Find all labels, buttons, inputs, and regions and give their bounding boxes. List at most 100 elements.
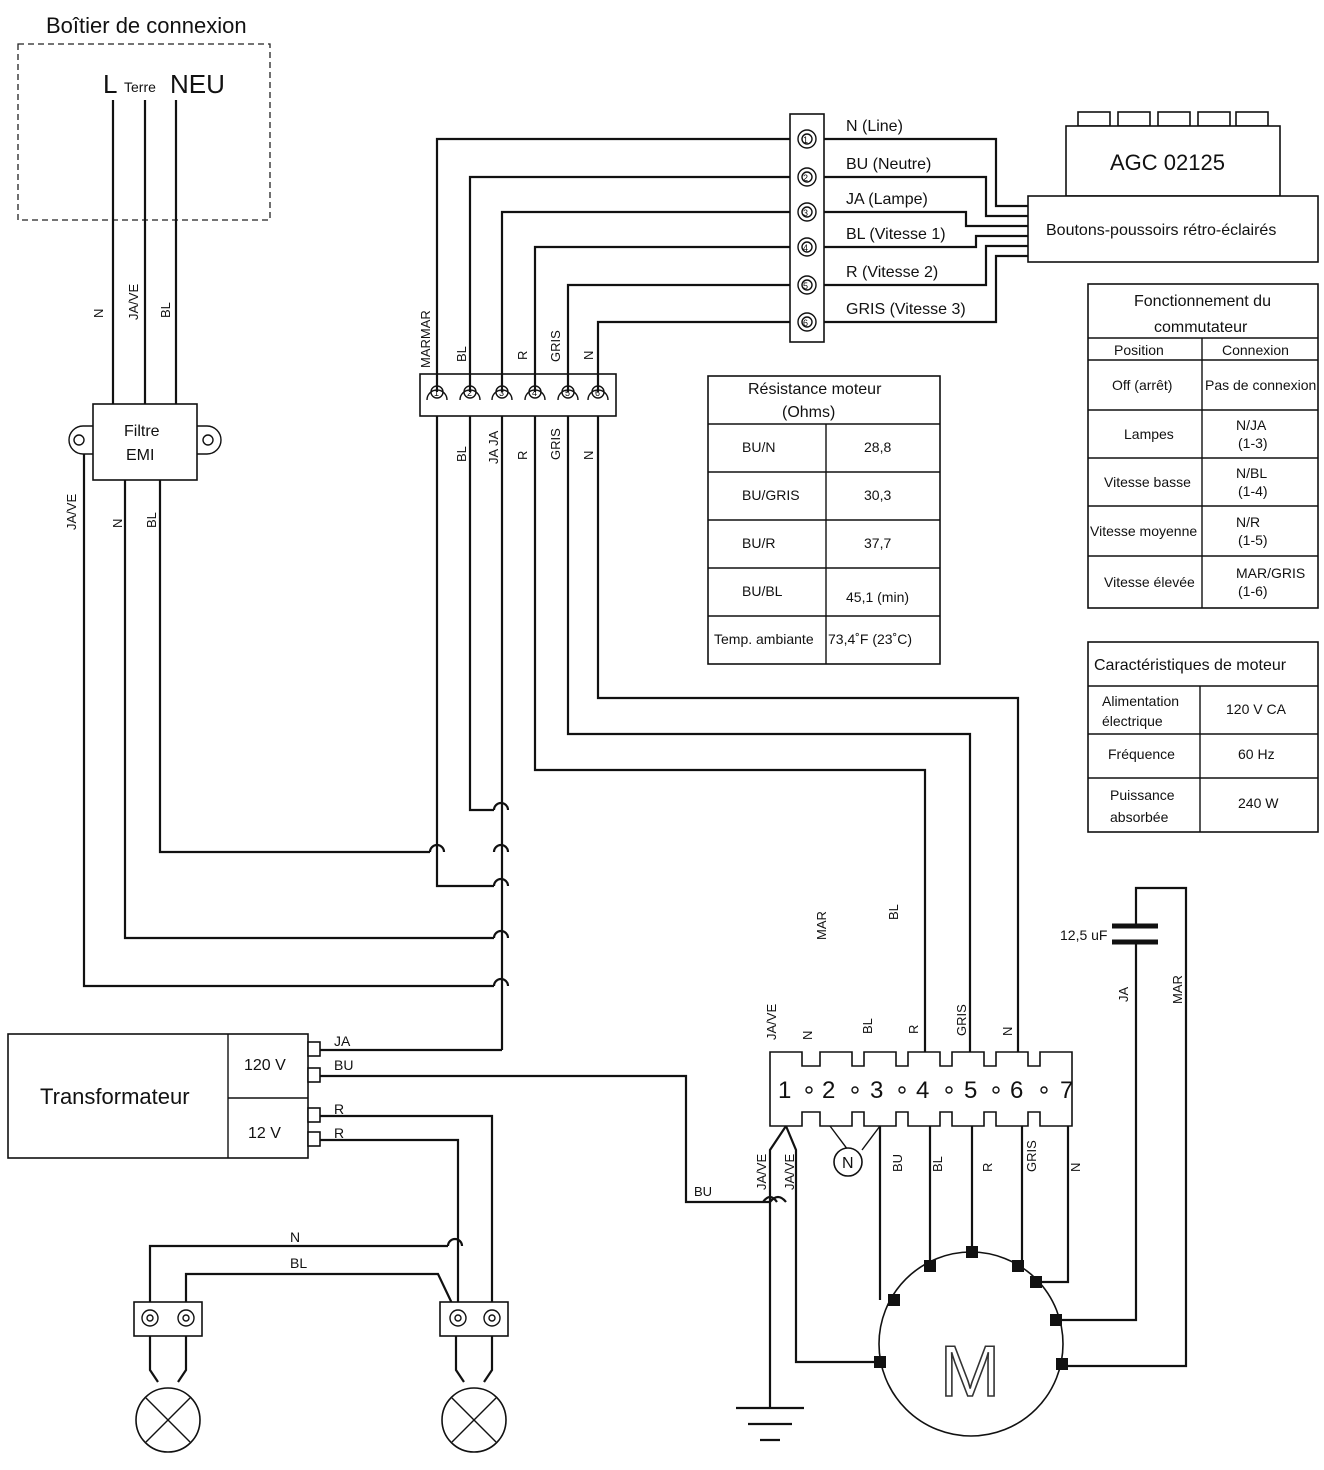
motor-lower-wires: BU JA/VE JA/VE BU BL R GRIS N xyxy=(308,1074,1083,1442)
motor-n-symbol: N xyxy=(842,1155,854,1172)
resistance-row-value: 45,1 (min) xyxy=(846,589,909,605)
agc-control: AGC 02125 Boutons-poussoirs rétro-éclair… xyxy=(1027,111,1319,263)
transformer-wire-ja: JA xyxy=(334,1033,351,1049)
transformer-tab-bu xyxy=(307,1067,321,1083)
switch-terminal-screw xyxy=(797,237,817,257)
mt-top-label-5: GRIS xyxy=(954,1004,969,1036)
switch-row-pins: (1-3) xyxy=(1238,435,1268,451)
switch-row-pins: (1-6) xyxy=(1238,583,1268,599)
switch-to-strip-wires xyxy=(435,137,790,392)
motor-spec-1-b: électrique xyxy=(1102,713,1163,729)
transformer-wire-r1: R xyxy=(334,1101,344,1117)
motor-spec-3-b: absorbée xyxy=(1110,809,1169,825)
switch-to-pushbutton-wires xyxy=(824,137,1028,324)
pushbutton-box xyxy=(1027,195,1319,263)
lamp-unit xyxy=(439,1301,509,1453)
switch-row-position: Vitesse moyenne xyxy=(1090,523,1197,539)
mt-top-label-4: R xyxy=(906,1025,921,1034)
mt-bottom-label-6: GRIS xyxy=(1024,1140,1039,1172)
motor-pin xyxy=(924,1260,936,1272)
switch-terminal-number: 2 xyxy=(803,173,808,183)
transformer-120v: 120 V xyxy=(244,1057,286,1074)
motor-pin xyxy=(966,1246,978,1258)
switch-terminal-number: 6 xyxy=(803,318,808,328)
switch-terminal-label: N (Line) xyxy=(846,118,903,135)
motor-spec-3-a: Puissance xyxy=(1110,787,1175,803)
lamp-screw-inner xyxy=(182,1314,190,1322)
lamp-unit xyxy=(133,1301,203,1453)
transformer-12v: 12 V xyxy=(248,1125,281,1142)
motor-terminal-dot xyxy=(1040,1086,1048,1094)
transformer-tab-r2 xyxy=(307,1131,321,1147)
switch-row-connexion: N/R xyxy=(1236,514,1260,530)
label-harness-bl: BL xyxy=(886,904,901,920)
transformer-body xyxy=(7,1033,309,1159)
switch-table: Fonctionnement du commutateur Position C… xyxy=(1087,283,1319,609)
agc-key-3 xyxy=(1157,111,1191,127)
capacitor-label-mar: MAR xyxy=(1170,975,1185,1004)
motor-spec-1-value: 120 V CA xyxy=(1226,701,1287,717)
mt-bottom-label-1: JA/VE xyxy=(754,1154,769,1190)
label-supply-bl: BL xyxy=(158,302,173,318)
motor-spec-2-a: Fréquence xyxy=(1108,746,1175,762)
motor-terminal-number: 5 xyxy=(964,1077,977,1104)
capacitor-value: 12,5 uF xyxy=(1060,927,1107,943)
motor-terminal-number: 3 xyxy=(870,1077,883,1104)
junction-box-title: Boîtier de connexion xyxy=(46,13,247,38)
motor-spec-3-value: 240 W xyxy=(1238,795,1279,811)
strip-screw-number: 3 xyxy=(499,388,504,398)
lamp-screw-inner xyxy=(454,1314,462,1322)
resistance-row-label: BU/R xyxy=(742,535,775,551)
switch-terminal-label: JA (Lampe) xyxy=(846,191,928,208)
emi-filter-box xyxy=(92,403,198,481)
switch-terminal-screw xyxy=(797,312,817,332)
motor-terminal-number: 4 xyxy=(916,1077,929,1104)
label-emi-n: N xyxy=(110,519,125,528)
mt-bottom-label-5: R xyxy=(980,1163,995,1172)
switch-terminal-screw xyxy=(797,275,817,295)
label-emi-javve: JA/VE xyxy=(64,494,79,530)
switch-terminal-screw-inner xyxy=(801,241,813,253)
switch-row-connexion: MAR/GRIS xyxy=(1236,565,1305,581)
agc-key-2 xyxy=(1117,111,1151,127)
switch-row-connexion: N/BL xyxy=(1236,465,1267,481)
lamp-wire-n: N xyxy=(290,1229,300,1245)
switch-terminal-screw-inner xyxy=(801,279,813,291)
switch-row-position: Vitesse élevée xyxy=(1104,574,1195,590)
mt-top-label-1: JA/VE xyxy=(764,1004,779,1040)
switch-terminal-number: 1 xyxy=(803,135,808,145)
motor-table-frame xyxy=(1087,641,1319,833)
strip-top-label-5: N xyxy=(581,351,596,360)
strip-screw-number: 1 xyxy=(434,388,439,398)
resistance-row-label: BU/N xyxy=(742,439,775,455)
strip-bottom-label-3: R xyxy=(515,451,530,460)
motor-table-title: Caractéristiques de moteur xyxy=(1094,657,1287,674)
switch-terminal-number: 3 xyxy=(803,208,808,218)
mt-bottom-label-3: BU xyxy=(890,1154,905,1172)
motor-pin xyxy=(874,1356,886,1368)
motor-terminal-number: 2 xyxy=(822,1077,835,1104)
switch-row-pins: (1-5) xyxy=(1238,532,1268,548)
mt-top-label-3: BL xyxy=(860,1018,875,1034)
switch-table-header-connexion: Connexion xyxy=(1222,342,1289,358)
resistance-row-label: Temp. ambiante xyxy=(714,631,814,647)
harness-wires: JA/VE N BL MAR BL xyxy=(64,416,1020,1052)
motor-pin xyxy=(1050,1314,1062,1326)
switch-terminal-number: 4 xyxy=(803,243,808,253)
motor-terminal-dot xyxy=(805,1086,813,1094)
motor-pin xyxy=(888,1294,900,1306)
switch-terminal-screw-inner xyxy=(801,206,813,218)
transformer-wire-r2: R xyxy=(334,1125,344,1141)
transformer: Transformateur 120 V 12 V JA BU R R xyxy=(7,1033,502,1316)
motor-spec-2-value: 60 Hz xyxy=(1238,746,1275,762)
resistance-title-2: (Ohms) xyxy=(782,404,835,421)
emi-label-1: Filtre xyxy=(124,423,160,440)
agc-key-4 xyxy=(1197,111,1231,127)
motor-terminal-dot xyxy=(992,1086,1000,1094)
lamp-screw xyxy=(177,1309,195,1327)
motor-pin xyxy=(1056,1358,1068,1370)
switch-terminal-screw-inner xyxy=(801,316,813,328)
capacitor-label-ja: JA xyxy=(1116,987,1131,1003)
transformer-tab-ja xyxy=(307,1041,321,1057)
